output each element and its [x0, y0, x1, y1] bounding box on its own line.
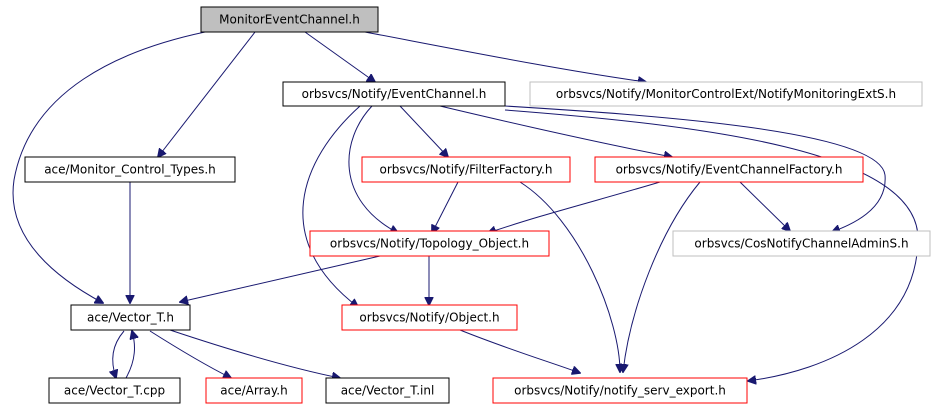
node-label: orbsvcs/Notify/EventChannel.h	[302, 87, 487, 101]
node-label: ace/Vector_T.inl	[341, 384, 435, 398]
node-label: orbsvcs/Notify/MonitorControlExt/NotifyM…	[556, 87, 896, 101]
edge-object-to-notify-serv-export	[459, 329, 580, 373]
node-label: ace/Vector_T.cpp	[64, 384, 165, 398]
node-cos-notify-channel-admin[interactable]: orbsvcs/CosNotifyChannelAdminS.h	[672, 230, 931, 257]
node-label: orbsvcs/Notify/notify_serv_export.h	[514, 384, 726, 398]
edge-eventchannel-to-topology-object	[348, 105, 398, 233]
edge-vector-t-cpp-to-vector-t	[125, 331, 134, 379]
edge-monitoreventchannel-to-monitor-control-types	[158, 31, 256, 157]
node-vector-t-inl[interactable]: ace/Vector_T.inl	[325, 377, 450, 404]
edge-eventchannelfactory-to-notify-serv-export	[623, 181, 701, 372]
edge-vector-t-to-vector-t-cpp	[113, 330, 125, 378]
node-monitor-event-channel[interactable]: MonitorEventChannel.h	[200, 6, 379, 33]
node-array-h[interactable]: ace/Array.h	[205, 377, 303, 404]
edge-vector-t-to-vector-t-inl	[169, 329, 340, 378]
edge-topology-object-to-vector-t	[180, 255, 381, 302]
edge-eventchannelfactory-to-cosnotify	[739, 181, 790, 231]
node-label: ace/Vector_T.h	[87, 311, 174, 325]
edge-monitoreventchannel-to-notifymonitoringexts	[364, 31, 646, 82]
node-label: ace/Monitor_Control_Types.h	[44, 163, 216, 177]
node-notify-serv-export[interactable]: orbsvcs/Notify/notify_serv_export.h	[492, 377, 748, 404]
edge-monitoreventchannel-to-vector-t	[12, 31, 206, 303]
node-label: orbsvcs/Notify/Object.h	[359, 311, 499, 325]
node-vector-t-cpp[interactable]: ace/Vector_T.cpp	[48, 377, 181, 404]
node-label: ace/Array.h	[220, 384, 287, 398]
node-object-h[interactable]: orbsvcs/Notify/Object.h	[341, 304, 518, 331]
node-event-channel[interactable]: orbsvcs/Notify/EventChannel.h	[282, 81, 506, 107]
node-label: orbsvcs/Notify/Topology_Object.h	[330, 237, 529, 251]
edge-vector-t-to-array	[149, 330, 231, 378]
edge-monitoreventchannel-to-eventchannel	[304, 31, 375, 82]
edge-eventchannel-to-notify-serv-export	[504, 109, 919, 381]
node-event-channel-factory[interactable]: orbsvcs/Notify/EventChannelFactory.h	[594, 156, 864, 183]
node-topology-object[interactable]: orbsvcs/Notify/Topology_Object.h	[309, 230, 550, 257]
edge-eventchannel-to-eventchannelfactory	[439, 105, 672, 157]
edge-eventchannel-to-cosnotify	[504, 105, 886, 232]
node-label: MonitorEventChannel.h	[219, 13, 360, 27]
edge-filterfactory-to-notify-serv-export	[519, 181, 620, 372]
edges	[12, 31, 919, 381]
node-filter-factory[interactable]: orbsvcs/Notify/FilterFactory.h	[361, 156, 571, 183]
node-vector-t-h[interactable]: ace/Vector_T.h	[70, 304, 191, 331]
node-label: orbsvcs/CosNotifyChannelAdminS.h	[694, 237, 908, 251]
edge-eventchannel-to-object	[302, 105, 361, 307]
node-monitor-control-types[interactable]: ace/Monitor_Control_Types.h	[24, 156, 236, 183]
node-notify-monitoring-ext[interactable]: orbsvcs/Notify/MonitorControlExt/NotifyM…	[529, 81, 923, 107]
node-label: orbsvcs/Notify/EventChannelFactory.h	[616, 163, 843, 177]
edge-eventchannel-to-filterfactory	[399, 105, 448, 157]
edge-filterfactory-to-topology-object	[432, 181, 459, 233]
node-label: orbsvcs/Notify/FilterFactory.h	[380, 163, 553, 177]
edge-eventchannelfactory-to-topology-object	[488, 181, 661, 233]
